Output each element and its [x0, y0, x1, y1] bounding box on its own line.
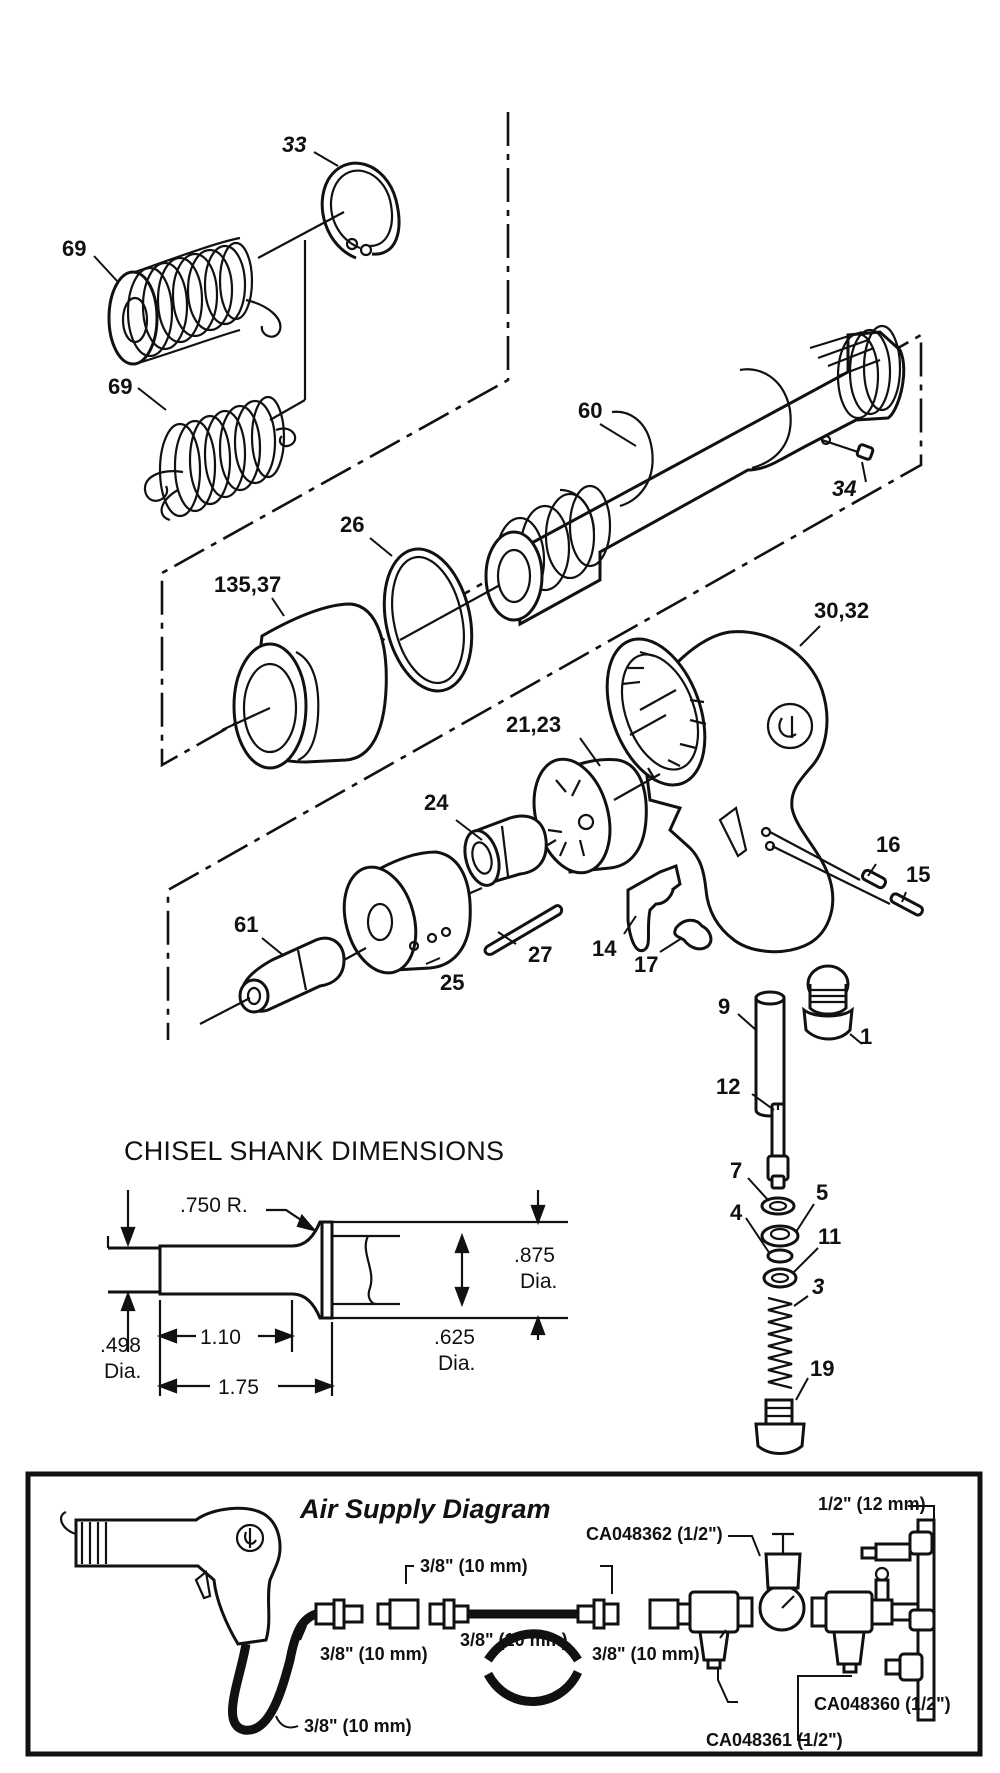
handle-30-32 [605, 630, 835, 954]
cap-19 [754, 1398, 806, 1455]
valve-5-4 [760, 1224, 800, 1264]
air-label-ca048362: CA048362 (1/2") [586, 1524, 723, 1544]
air-label-ca048360: CA048360 (1/2") [814, 1694, 951, 1714]
label-part-1: 1 [860, 1024, 872, 1049]
label-part-27: 27 [528, 942, 552, 967]
dim-625: .625 [434, 1326, 475, 1349]
coiled-hose-icon [484, 1629, 583, 1706]
spring-69-lower [143, 395, 297, 522]
nozzle-135-37 [232, 602, 388, 770]
label-part-17: 17 [634, 952, 658, 977]
hose-couplers [314, 1598, 692, 1630]
pin-27 [483, 904, 564, 956]
axis-line-valve [199, 773, 661, 1025]
pins-15-16 [769, 831, 924, 917]
label-part-15: 15 [906, 862, 930, 887]
chisel-shank-dimensions: CHISEL SHANK DIMENSIONS [100, 1136, 568, 1399]
label-part-34: 34 [832, 476, 856, 501]
air-tool-icon [59, 1506, 318, 1735]
air-label-mid-38: 3/8" (10 mm) [460, 1630, 568, 1650]
label-part-33: 33 [282, 132, 306, 157]
valve-stem-12 [766, 1102, 790, 1190]
label-part-16: 16 [876, 832, 900, 857]
air-label-half-12mm: 1/2" (12 mm) [818, 1494, 926, 1514]
label-part-69-upper: 69 [62, 236, 86, 261]
dim-498: .498 [100, 1334, 141, 1357]
screw-17 [673, 918, 713, 951]
air-label-left-38: 3/8" (10 mm) [320, 1644, 428, 1664]
label-part-19: 19 [810, 1356, 834, 1381]
label-part-21-23: 21,23 [506, 712, 561, 737]
dim-175: 1.75 [218, 1376, 259, 1399]
air-label-hose-38: 3/8" (10 mm) [304, 1716, 412, 1736]
label-part-25: 25 [440, 970, 464, 995]
frl-unit [688, 1518, 936, 1722]
label-part-9: 9 [718, 994, 730, 1019]
air-supply-frame [25, 1471, 983, 1757]
dim-498-unit: Dia. [104, 1360, 141, 1383]
dim-625-unit: Dia. [438, 1352, 475, 1375]
air-label-ca048361: CA048361 (1/2") [706, 1730, 843, 1750]
label-part-135-37: 135,37 [214, 572, 281, 597]
air-label-top-38: 3/8" (10 mm) [420, 1556, 528, 1576]
axis-line-handle [629, 689, 677, 736]
barrel-60 [484, 324, 906, 627]
label-part-12: 12 [716, 1074, 740, 1099]
label-part-14: 14 [592, 936, 617, 961]
axis-line-nozzle [221, 584, 501, 731]
retainer-61 [238, 936, 346, 1014]
dim-110: 1.10 [200, 1326, 241, 1349]
dim-875: .875 [514, 1244, 555, 1267]
label-part-11: 11 [818, 1224, 841, 1249]
air-label-right-38: 3/8" (10 mm) [592, 1644, 700, 1664]
air-supply-title: Air Supply Diagram [299, 1494, 551, 1524]
valve-seat-24 [463, 814, 548, 887]
o-ring-26 [382, 547, 474, 693]
inlet-bushing-1 [802, 964, 854, 1041]
label-part-30-32: 30,32 [814, 598, 869, 623]
chisel-title: CHISEL SHANK DIMENSIONS [124, 1136, 504, 1166]
dim-radius: .750 R. [180, 1194, 248, 1217]
label-part-60: 60 [578, 398, 602, 423]
spring-69-upper [107, 236, 282, 366]
throttle-valve-21-23 [532, 757, 648, 875]
trigger-14 [626, 863, 682, 953]
dim-875-unit: Dia. [520, 1270, 557, 1293]
label-part-61: 61 [234, 912, 258, 937]
label-part-7: 7 [730, 1158, 742, 1183]
label-part-24: 24 [424, 790, 449, 815]
leader-lines [93, 151, 907, 1401]
pin-34 [821, 438, 875, 461]
label-part-4: 4 [730, 1200, 743, 1225]
air-supply-diagram: Air Supply Diagram [25, 1471, 983, 1757]
axis-lines-springs [257, 211, 345, 421]
retaining-ring-33 [320, 161, 401, 260]
tube-9 [754, 990, 786, 1118]
label-part-3: 3 [812, 1274, 824, 1299]
air-leader-lines [275, 1505, 935, 1741]
part-labels: 33 69 69 60 34 26 135,37 30,32 21,23 24 … [62, 132, 930, 1381]
washer-11 [762, 1267, 798, 1289]
spring-3 [767, 1296, 793, 1390]
bushing-25 [342, 850, 472, 975]
label-part-26: 26 [340, 512, 364, 537]
washer-7 [760, 1196, 796, 1216]
label-part-5: 5 [816, 1180, 828, 1205]
label-part-69-lower: 69 [108, 374, 132, 399]
